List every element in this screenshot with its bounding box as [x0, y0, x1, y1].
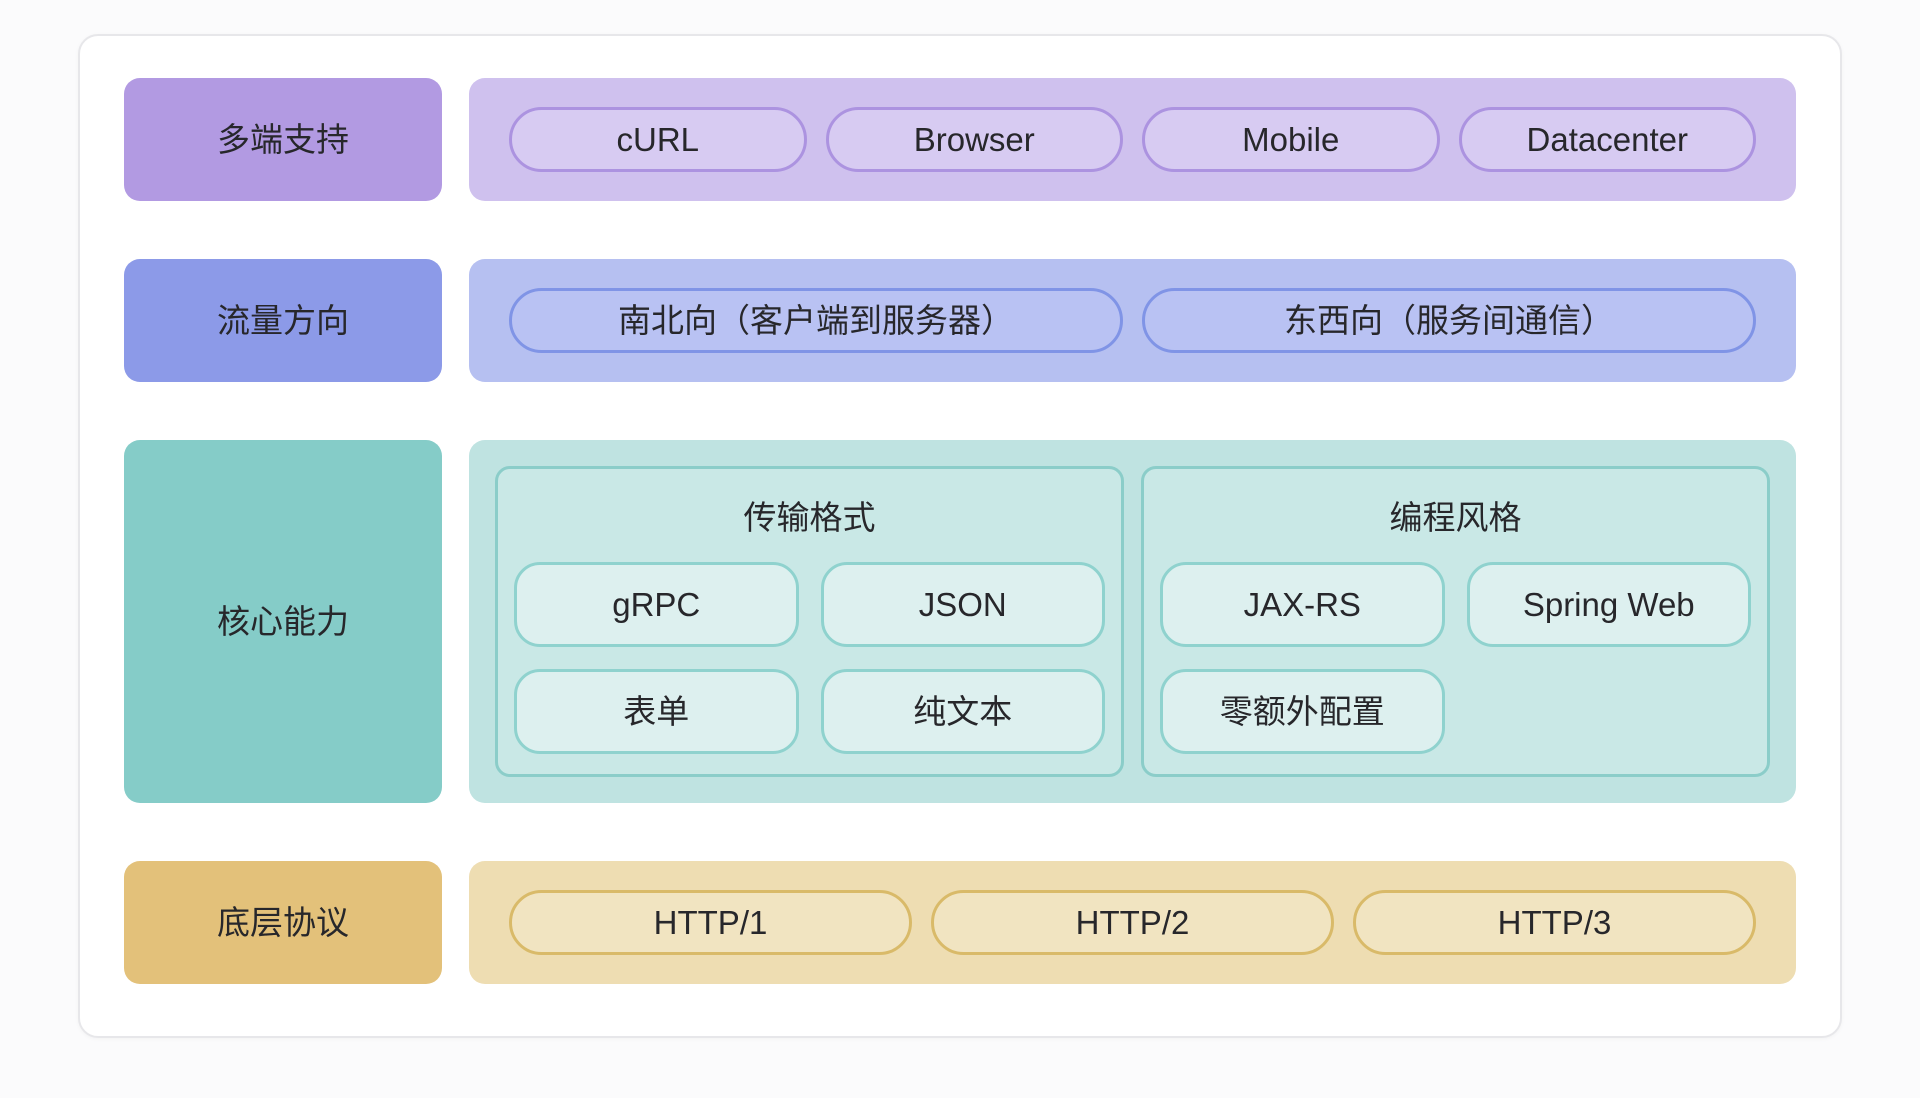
- pill-east-west: 东西向（服务间通信）: [1142, 288, 1756, 354]
- pill-http3: HTTP/3: [1353, 889, 1756, 955]
- group-programming-styles: 编程风格 JAX-RS Spring Web 零额外配置: [1141, 466, 1770, 777]
- pill-browser: Browser: [825, 107, 1123, 173]
- group-transfer-formats: 传输格式 gRPC JSON 表单 纯文本: [495, 466, 1124, 777]
- row-content-traffic-direction: 南北向（客户端到服务器） 东西向（服务间通信）: [469, 259, 1796, 383]
- pill-spring-web: Spring Web: [1466, 562, 1751, 648]
- pill-curl: cURL: [509, 107, 807, 173]
- pill-mobile: Mobile: [1142, 107, 1440, 173]
- row-content-core-capabilities: 传输格式 gRPC JSON 表单 纯文本 编程风格 JAX-RS Spring…: [469, 440, 1796, 803]
- pill-north-south: 南北向（客户端到服务器）: [509, 288, 1123, 354]
- row-endpoints: 多端支持 cURL Browser Mobile Datacenter: [124, 78, 1796, 202]
- row-label-traffic-direction: 流量方向: [124, 259, 442, 383]
- pill-grpc: gRPC: [514, 562, 799, 648]
- pill-http2: HTTP/2: [931, 889, 1334, 955]
- architecture-diagram-card: 多端支持 cURL Browser Mobile Datacenter 流量方向…: [78, 34, 1842, 1038]
- row-content-underlying-protocols: HTTP/1 HTTP/2 HTTP/3: [469, 860, 1796, 984]
- pill-json: JSON: [820, 562, 1105, 648]
- group-title-transfer-formats: 传输格式: [743, 499, 876, 537]
- row-traffic-direction: 流量方向 南北向（客户端到服务器） 东西向（服务间通信）: [124, 259, 1796, 383]
- pill-http1: HTTP/1: [509, 889, 912, 955]
- pill-jax-rs: JAX-RS: [1160, 562, 1445, 648]
- row-label-core-capabilities: 核心能力: [124, 440, 442, 803]
- row-label-endpoints: 多端支持: [124, 78, 442, 202]
- row-label-underlying-protocols: 底层协议: [124, 860, 442, 984]
- pill-datacenter: Datacenter: [1458, 107, 1756, 173]
- row-underlying-protocols: 底层协议 HTTP/1 HTTP/2 HTTP/3: [124, 860, 1796, 984]
- row-core-capabilities: 核心能力 传输格式 gRPC JSON 表单 纯文本 编程风格 JAX-RS S…: [124, 440, 1796, 803]
- pill-form: 表单: [514, 669, 799, 754]
- group-pills-programming-styles: JAX-RS Spring Web 零额外配置: [1160, 562, 1751, 754]
- group-title-programming-styles: 编程风格: [1389, 499, 1522, 537]
- group-pills-transfer-formats: gRPC JSON 表单 纯文本: [514, 562, 1105, 754]
- row-content-endpoints: cURL Browser Mobile Datacenter: [469, 78, 1796, 202]
- pill-plain-text: 纯文本: [820, 669, 1105, 754]
- pill-zero-extra-config: 零额外配置: [1160, 669, 1445, 754]
